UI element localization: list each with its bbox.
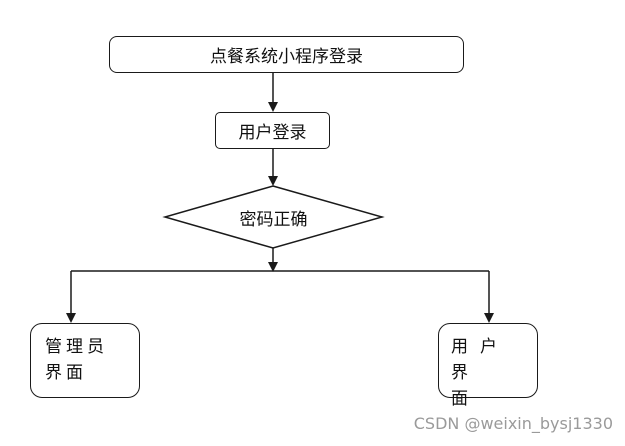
user-interface-node: 用户 界面 [438, 323, 538, 409]
decision-node-password-correct: 密码正确 [165, 186, 382, 248]
admin-interface-label: 管理员界面 [45, 337, 108, 383]
decision-label: 密码正确 [239, 209, 308, 230]
user-interface-label-part1: 用户 [451, 337, 509, 357]
admin-interface-node: 管理员界面 [30, 323, 140, 398]
start-node-label: 点餐系统小程序登录 [210, 47, 363, 67]
start-node-login-system: 点餐系统小程序登录 [109, 36, 464, 73]
user-interface-label-part2: 界面 [451, 363, 502, 409]
user-login-label: 用户登录 [238, 123, 307, 143]
user-login-node: 用户登录 [215, 112, 330, 149]
watermark: CSDN @weixin_bysj1330 [413, 414, 613, 433]
